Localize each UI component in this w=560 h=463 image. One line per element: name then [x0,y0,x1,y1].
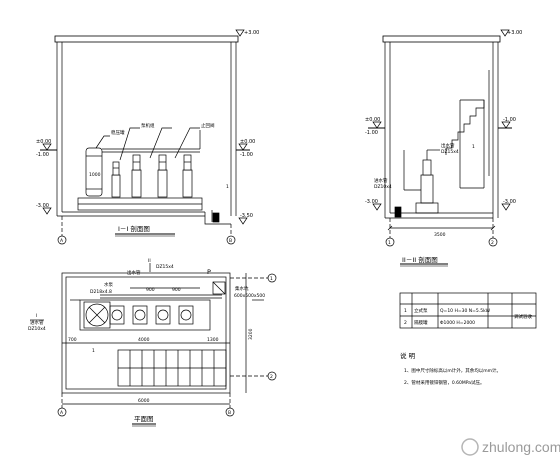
s2-label-inlet: 进水管 [374,177,388,184]
s1-elev-m100-left: -1.00 [36,152,49,158]
plan-title: 平面图 [134,415,154,423]
plan-dim-700: 700 [68,337,77,343]
plan-label-pump: 水泵 [104,281,113,288]
table-row-2-spec: Φ1000 H=2000 [440,320,475,326]
plan-label-inlet-size: DZ10x4 [28,326,46,332]
s2-elev-top: +3.00 [507,30,522,36]
s2-elev-m100-left: -1.00 [365,130,378,136]
plan-label-inlet: 进水管 [30,319,44,326]
s1-elev-floor-left: ±0.00 [36,139,51,145]
s1-elev-m100-right: -1.00 [240,152,253,158]
table-row-1-no: 1 [404,308,407,314]
plan-mark-ii: II [148,258,151,264]
plan-axis-a: A [60,410,64,416]
plan-label-outlet-size: DZ15x4 [156,264,174,270]
s1-axis-right: B [229,238,232,244]
watermark-text: zhulong.com [482,439,560,455]
table-stamp: 调试验收 [514,313,532,320]
s2-axis-left: 1 [388,240,391,246]
section-2-drawing [368,29,512,267]
pump-4 [182,154,193,198]
plan-label-pit: 集水坑 [235,285,249,292]
plan-axis-b: B [228,410,231,416]
s1-axis-left: A [60,238,64,244]
plan-dim-900a: 900 [146,287,155,293]
s1-tank-text: 1000 [89,172,101,178]
plan-pump-4 [178,305,194,325]
plan-pump-2 [132,305,148,325]
s2-title: II－II 剖面图 [402,255,438,264]
s2-label-inlet-size: DZ10x4 [374,184,392,190]
s1-elev-m300: -3.00 [36,203,49,209]
notes-item-2: 2、管材采用镀锌钢管，0.60MPa试压。 [404,379,485,386]
s1-elev-top: +3.00 [244,30,259,36]
s2-label-outlet-size: DZ15x4 [441,149,459,155]
s2-elev-m300-left: -3.00 [365,199,378,205]
s2-label-outlet: 出水管 [441,142,455,149]
plan-label-p: P [207,268,211,276]
table-row-2-name: 隔膜罐 [414,319,428,326]
plan-pump-3 [155,305,171,325]
plan-label-pump-size: D218x4.8 [90,289,112,295]
equipment-table [399,292,537,329]
section-1-drawing [40,29,250,245]
s1-label-pipe: 止回阀 [201,122,215,129]
plan-dim-1300: 1300 [207,337,219,343]
plan-pump-1 [109,305,125,325]
plan-drawing [30,263,277,427]
plan-mark-1: 1 [92,348,95,354]
plan-axis-2: 2 [270,374,273,380]
notes-item-1: 1、图中尺寸除标高以m计外，其余均以mm计。 [404,367,501,374]
plan-dim-900b: 900 [172,287,181,293]
s1-elev-floor-right: ±0.00 [240,139,255,145]
plan-label-pit-size: 600x500x500 [234,293,265,299]
pump-3 [157,154,168,198]
s1-label-tank: 稳压罐 [111,129,125,136]
s2-elev-m300-right: -3.00 [503,199,516,205]
pump-1 [111,161,121,198]
s1-mark-1: 1 [226,184,229,190]
s1-elev-m350: -3.50 [240,213,253,219]
plan-dim-6000: 6000 [138,398,150,404]
table-row-1-name: 立式泵 [414,307,428,314]
s2-axis-right: 2 [491,240,494,246]
s2-dim-width: 3500 [434,232,446,238]
plan-axis-1: 1 [270,276,273,282]
watermark-logo: zhulong.com [461,438,560,456]
plan-mark-i: I [36,313,37,319]
s2-elev-floor: ±0.00 [365,117,380,123]
plan-dim-3200: 3200 [248,328,254,340]
s1-label-pump-unit: 泵机组 [141,122,155,129]
plan-label-outlet: 出水管 [127,269,141,276]
s2-mark-1: 1 [472,144,475,150]
s1-title: I－I 剖面图 [118,224,150,233]
pump-2 [131,154,142,198]
notes-heading: 说 明 [400,351,416,360]
table-row-1-spec: Q=10 H=30 N=5.5kW [440,308,491,314]
plan-dim-4000: 4000 [138,337,150,343]
table-row-2-no: 2 [404,320,407,326]
s2-elev-m100-right: -1.00 [503,117,516,123]
